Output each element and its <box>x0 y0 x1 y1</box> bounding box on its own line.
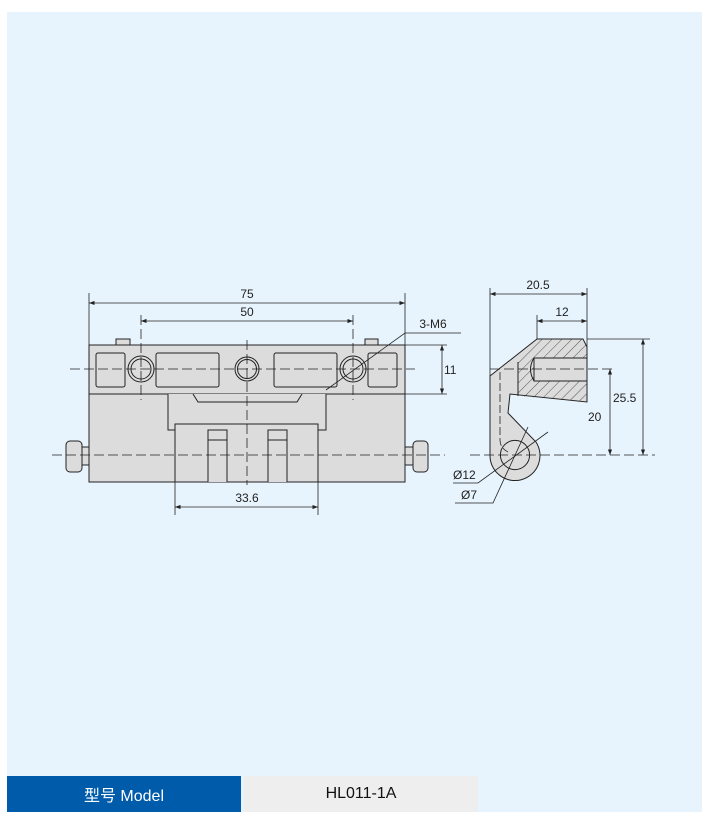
knuckle-slot <box>267 429 288 482</box>
dim-inner-diameter: Ø7 <box>461 488 477 502</box>
mount-slot <box>155 352 220 388</box>
callout-hole-thread: 3-M6 <box>419 317 447 331</box>
mount-slot <box>273 352 338 388</box>
side-view <box>489 338 588 482</box>
dim-outer-diameter: Ø12 <box>453 468 476 482</box>
pin-head-left <box>65 440 83 473</box>
dim-overall-width: 75 <box>240 287 254 301</box>
top-tab-right <box>364 338 379 346</box>
knuckle-slot <box>207 429 228 482</box>
front-dimensions <box>88 293 461 515</box>
model-label-cell: 型号 Model <box>7 776 241 812</box>
pin-shaft-left <box>81 446 90 466</box>
dim-hole-height: 20 <box>588 410 602 424</box>
threaded-bore <box>533 357 588 382</box>
pin-head-right <box>412 440 429 473</box>
dim-center-width: 33.6 <box>235 491 259 505</box>
model-value-cell: HL011-1A <box>244 776 478 812</box>
dim-mount-depth: 12 <box>555 305 569 319</box>
front-view <box>65 338 429 483</box>
top-tab-left <box>115 338 131 346</box>
dim-total-height: 25.5 <box>613 391 637 405</box>
side-dimensions <box>453 288 650 504</box>
pin-shaft-right <box>404 446 414 466</box>
dim-overall-depth: 20.5 <box>526 278 550 292</box>
front-centerlines <box>52 315 445 485</box>
dim-strip-height: 11 <box>444 363 457 377</box>
dim-hole-spacing: 50 <box>240 305 254 319</box>
mount-slot <box>367 352 398 388</box>
mount-slot <box>95 352 126 388</box>
side-centerlines <box>470 368 655 456</box>
